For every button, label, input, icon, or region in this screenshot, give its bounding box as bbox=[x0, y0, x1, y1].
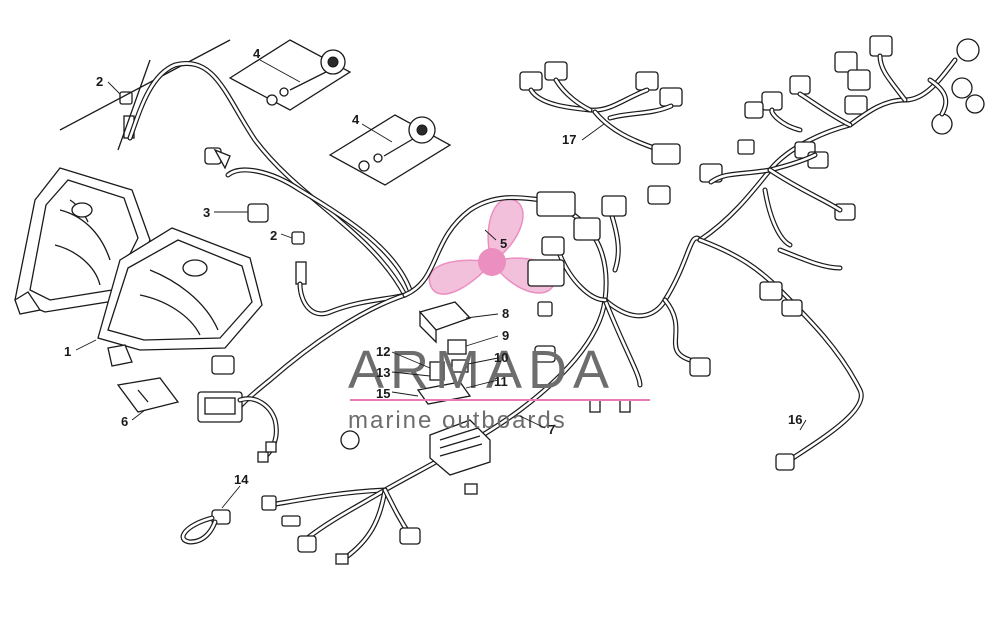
main-harness-connectors bbox=[527, 185, 783, 413]
callout-6: 6 bbox=[121, 414, 128, 429]
callout-11: 11 bbox=[494, 374, 508, 389]
bulb-assembly-lower bbox=[247, 203, 307, 285]
connector-16 bbox=[775, 299, 803, 471]
harness-17 bbox=[519, 61, 683, 165]
callout-9: 9 bbox=[502, 328, 509, 343]
callout-17: 17 bbox=[562, 132, 576, 147]
harness-upper-right bbox=[699, 35, 985, 271]
sub-harness-lower bbox=[180, 487, 421, 565]
adjuster-lower bbox=[328, 114, 452, 186]
callout-14: 14 bbox=[234, 472, 249, 487]
callout-8: 8 bbox=[502, 306, 509, 321]
adjuster-upper bbox=[228, 39, 352, 111]
leader-lines bbox=[75, 59, 807, 509]
callout-numbers: 1 2 2 3 4 4 5 6 7 8 9 10 11 12 13 14 15 … bbox=[64, 46, 802, 487]
callout-13: 13 bbox=[376, 365, 390, 380]
callout-3: 3 bbox=[203, 205, 210, 220]
watermark-text: ARMADA marine outboards bbox=[348, 340, 650, 434]
callout-10: 10 bbox=[494, 350, 508, 365]
callout-15: 15 bbox=[376, 386, 390, 401]
callout-7: 7 bbox=[548, 422, 555, 437]
bulb-assembly-upper bbox=[59, 39, 231, 170]
headlight-connector-cluster bbox=[197, 355, 279, 463]
callout-4-lower: 4 bbox=[352, 112, 360, 127]
callout-4-upper: 4 bbox=[253, 46, 261, 61]
callout-1: 1 bbox=[64, 344, 71, 359]
callout-2-lower: 2 bbox=[270, 228, 277, 243]
film-sheet bbox=[116, 377, 180, 413]
watermark-tagline: marine outboards bbox=[348, 407, 567, 434]
callout-2-upper: 2 bbox=[96, 74, 103, 89]
fuse-relay-group bbox=[340, 301, 491, 495]
callout-5: 5 bbox=[500, 236, 507, 251]
callout-12: 12 bbox=[376, 344, 390, 359]
headlight-front bbox=[97, 227, 263, 367]
callout-16: 16 bbox=[788, 412, 802, 427]
watermark-brand: ARMADA bbox=[348, 340, 615, 400]
